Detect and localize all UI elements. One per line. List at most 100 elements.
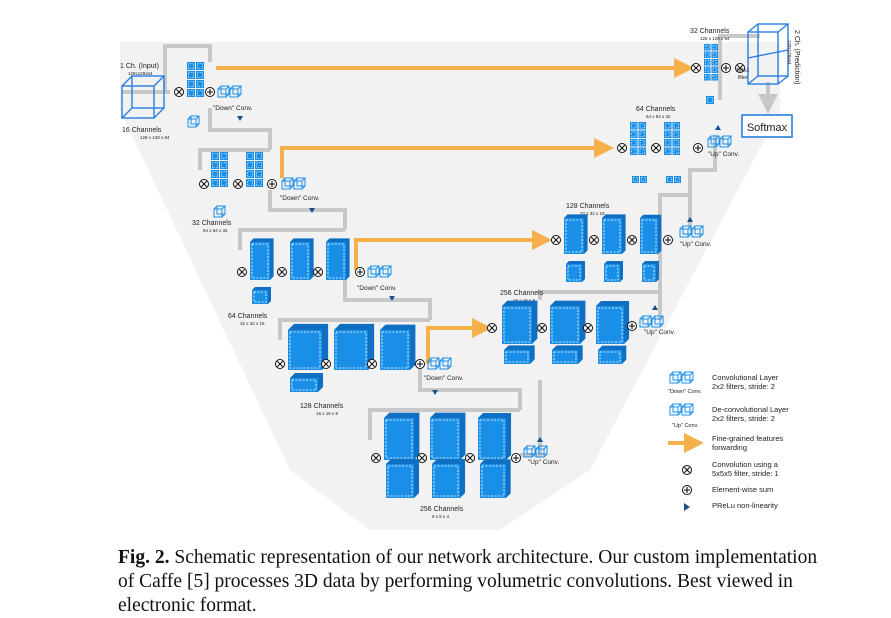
sum-op-icon	[663, 235, 673, 245]
legend-down-conv-icon	[669, 371, 682, 384]
right-stage3-block-b	[602, 214, 626, 254]
legend-conv-icon-label: "Down" Conv.	[668, 389, 702, 395]
legend-convolution-icon	[682, 465, 692, 475]
up-conv-icon-r2	[707, 135, 720, 148]
down-conv-label-4: "Down" Conv.	[424, 375, 464, 382]
convolution-op-icon	[465, 453, 475, 463]
sum-op-icon	[693, 143, 703, 153]
funnel-background	[120, 42, 780, 530]
right-stage3-block-a	[564, 214, 588, 254]
right-stage4-block-b	[550, 300, 586, 344]
right-stage4-small-b	[552, 345, 583, 364]
input-channels-label: 1 Ch. (Input)	[120, 63, 159, 70]
convolution-op-icon	[589, 235, 599, 245]
convolution-op-icon	[487, 323, 497, 333]
stage3-size-label: 32 x 32 x 16	[240, 321, 265, 326]
right-stage2-size-label: 64 x 64 x 32	[646, 114, 671, 119]
bottom-size-label: 8 x 8 x 4	[432, 514, 450, 519]
legend-sum-text: Element-wise sum	[712, 485, 773, 494]
convolution-op-icon	[371, 453, 381, 463]
output-volume	[747, 23, 789, 85]
down-conv-icon-3	[367, 265, 380, 278]
right-stage3-small-a	[566, 261, 585, 282]
bottom-block-a	[384, 412, 420, 460]
legend-prelu-text: PReLu non-linearity	[712, 501, 778, 510]
prelu-icon-1	[237, 116, 243, 121]
up-conv-label-bottom: "Up" Conv.	[528, 459, 559, 466]
convolution-op-icon	[627, 235, 637, 245]
input-size-label: 128x128x64	[128, 71, 153, 76]
down-conv-icon-1	[217, 85, 230, 98]
stage3-channels-label: 64 Channels	[228, 313, 268, 320]
stage1-channels-label: 16 Channels	[122, 127, 162, 134]
right-stage3-channels-label: 128 Channels	[566, 203, 610, 210]
output-size-label: 128x128x64	[787, 40, 792, 65]
right-stage1-stack	[704, 44, 718, 81]
down-conv-icon-3b	[379, 265, 392, 278]
legend-convolution-text1: Convolution using a	[712, 460, 779, 469]
down-conv-icon-1b	[229, 85, 242, 98]
up-conv-icon-bottom-b	[535, 445, 548, 458]
stage4-small-block	[290, 372, 324, 392]
prelu-icon-bottom	[537, 437, 543, 442]
prelu-icon-4	[432, 390, 438, 395]
right-stage4-block-c	[596, 300, 630, 344]
bottom-block-b	[430, 412, 466, 460]
legend-forward-text1: Fine-grained features	[712, 434, 784, 443]
sum-op-icon	[415, 359, 425, 369]
stage4-block-c	[380, 324, 416, 370]
right-stage3-size-label: 32 x 32 x 16	[580, 211, 605, 216]
down-conv-label-1: "Down" Conv.	[213, 105, 253, 112]
convolution-op-icon	[583, 323, 593, 333]
right-stage4-channels-label: 256 Channels	[500, 290, 544, 297]
stage2-feature-stack-a	[211, 152, 228, 187]
bottom-channels-label: 256 Channels	[420, 506, 464, 513]
right-stage3-block-c	[640, 214, 662, 254]
right-stage3-small-c	[642, 261, 659, 282]
stage3-block-c	[326, 238, 350, 280]
prelu-icon-r4	[652, 305, 658, 310]
up-conv-label-r2: "Up" Conv.	[708, 151, 739, 158]
convolution-op-icon	[551, 235, 561, 245]
up-conv-icon-r4b	[651, 315, 664, 328]
down-conv-icon-4	[427, 357, 440, 370]
legend-conv-text1: Convolutional Layer	[712, 373, 779, 382]
convolution-op-icon	[651, 143, 661, 153]
convolution-op-icon	[174, 87, 184, 97]
stage4-block-b	[334, 323, 375, 370]
legend-deconv-text1: De-convolutional Layer	[712, 405, 789, 414]
right-stage2-stack-b	[664, 122, 680, 155]
convolution-op-icon	[199, 179, 209, 189]
legend-deconv-text2: 2x2 filters, stride: 2	[712, 414, 775, 423]
bottom-block-c2	[480, 459, 511, 498]
stage1-size-label: 128 x 128 x 64	[140, 135, 170, 140]
stage1-feature-stack	[187, 62, 204, 97]
sum-op-icon	[721, 63, 731, 73]
convolution-op-icon	[617, 143, 627, 153]
legend-deconv-icon-label: "Up" Conv.	[672, 423, 699, 429]
flow-arrows	[122, 34, 778, 457]
output-filter-label: filter	[738, 75, 748, 81]
figure-caption: Fig. 2. Schematic representation of our …	[118, 546, 818, 618]
up-conv-icon-r3	[679, 225, 692, 238]
right-stage1-channels-label: 32 Channels	[690, 28, 730, 35]
convolution-op-icon	[735, 63, 745, 73]
stage3-block-a	[250, 238, 274, 280]
sum-op-icon	[627, 321, 637, 331]
right-stage4-block-a	[502, 300, 538, 344]
right-stage2-stack-a	[630, 122, 646, 155]
stage4-channels-label: 128 Channels	[300, 403, 344, 410]
bottom-block-c	[478, 412, 512, 460]
stage2-channels-label: 32 Channels	[192, 220, 232, 227]
legend-convolution-text2: 5x5x5 filter, stride: 1	[712, 469, 779, 478]
legend-conv-text2: 2x2 filters, stride: 2	[712, 382, 775, 391]
up-conv-icon-bottom	[523, 445, 536, 458]
legend-forward-text2: forwarding	[712, 443, 747, 452]
stage3-small-block	[252, 287, 271, 304]
output-channels-label: 2 Ch. (Prediction)	[793, 30, 800, 84]
legend: "Down" Conv. Convolutional Layer 2x2 fil…	[668, 373, 789, 510]
down-conv-label-3: "Down" Conv.	[357, 285, 397, 292]
down-conv-icon-2b	[293, 177, 306, 190]
forward-arrows	[216, 58, 694, 364]
